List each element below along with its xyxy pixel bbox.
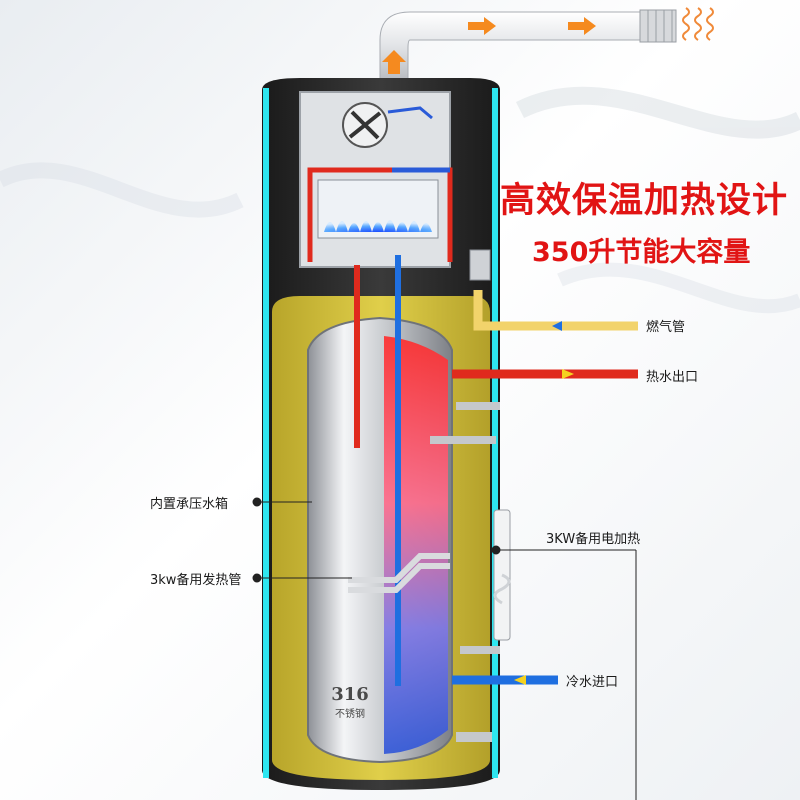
trim-left bbox=[263, 88, 269, 778]
flow-arrow-icon bbox=[568, 17, 596, 35]
external-pipes bbox=[430, 290, 638, 742]
callout-backup-heater-right: 3KW备用电加热 bbox=[546, 532, 641, 547]
callout-gas-pipe: 燃气管 bbox=[646, 320, 686, 335]
callout-inner-tank: 内置承压水箱 bbox=[150, 497, 229, 512]
flow-arrow-icon bbox=[562, 369, 574, 379]
flow-arrow-icon bbox=[514, 675, 526, 685]
flow-arrow-icon bbox=[552, 321, 562, 331]
flame-row-icon bbox=[324, 220, 432, 232]
flue-vent-ribs bbox=[647, 10, 673, 42]
callout-backup-heater-left: 3kw备用发热管 bbox=[150, 573, 242, 588]
gas-pipe bbox=[473, 290, 638, 331]
water-column bbox=[384, 336, 448, 754]
flow-arrow-icon bbox=[382, 50, 406, 74]
electric-heater-unit bbox=[493, 509, 511, 641]
exhaust-flue bbox=[379, 7, 714, 81]
tank-grade: 316 bbox=[331, 684, 369, 705]
tank-marking: 316 不锈钢 bbox=[320, 684, 380, 720]
internal-pipes bbox=[348, 255, 450, 686]
hot-loop-pipe bbox=[307, 167, 453, 262]
headline: 高效保温加热设计 bbox=[500, 181, 789, 221]
callout-hot-water-outlet: 热水出口 bbox=[646, 370, 699, 385]
heat-wave-icon bbox=[682, 7, 714, 41]
trim-right bbox=[492, 88, 498, 778]
heater-element bbox=[348, 553, 450, 583]
subheadline: 350升节能大容量 bbox=[532, 237, 751, 268]
callout-lines bbox=[252, 497, 637, 800]
callout-cold-water-inlet: 冷水进口 bbox=[566, 675, 619, 690]
flow-arrow-icon bbox=[468, 17, 496, 35]
drain-valve bbox=[456, 732, 492, 742]
background-ribbons bbox=[0, 86, 800, 314]
burner-chamber bbox=[299, 91, 491, 281]
tank-material: 不锈钢 bbox=[335, 709, 365, 720]
